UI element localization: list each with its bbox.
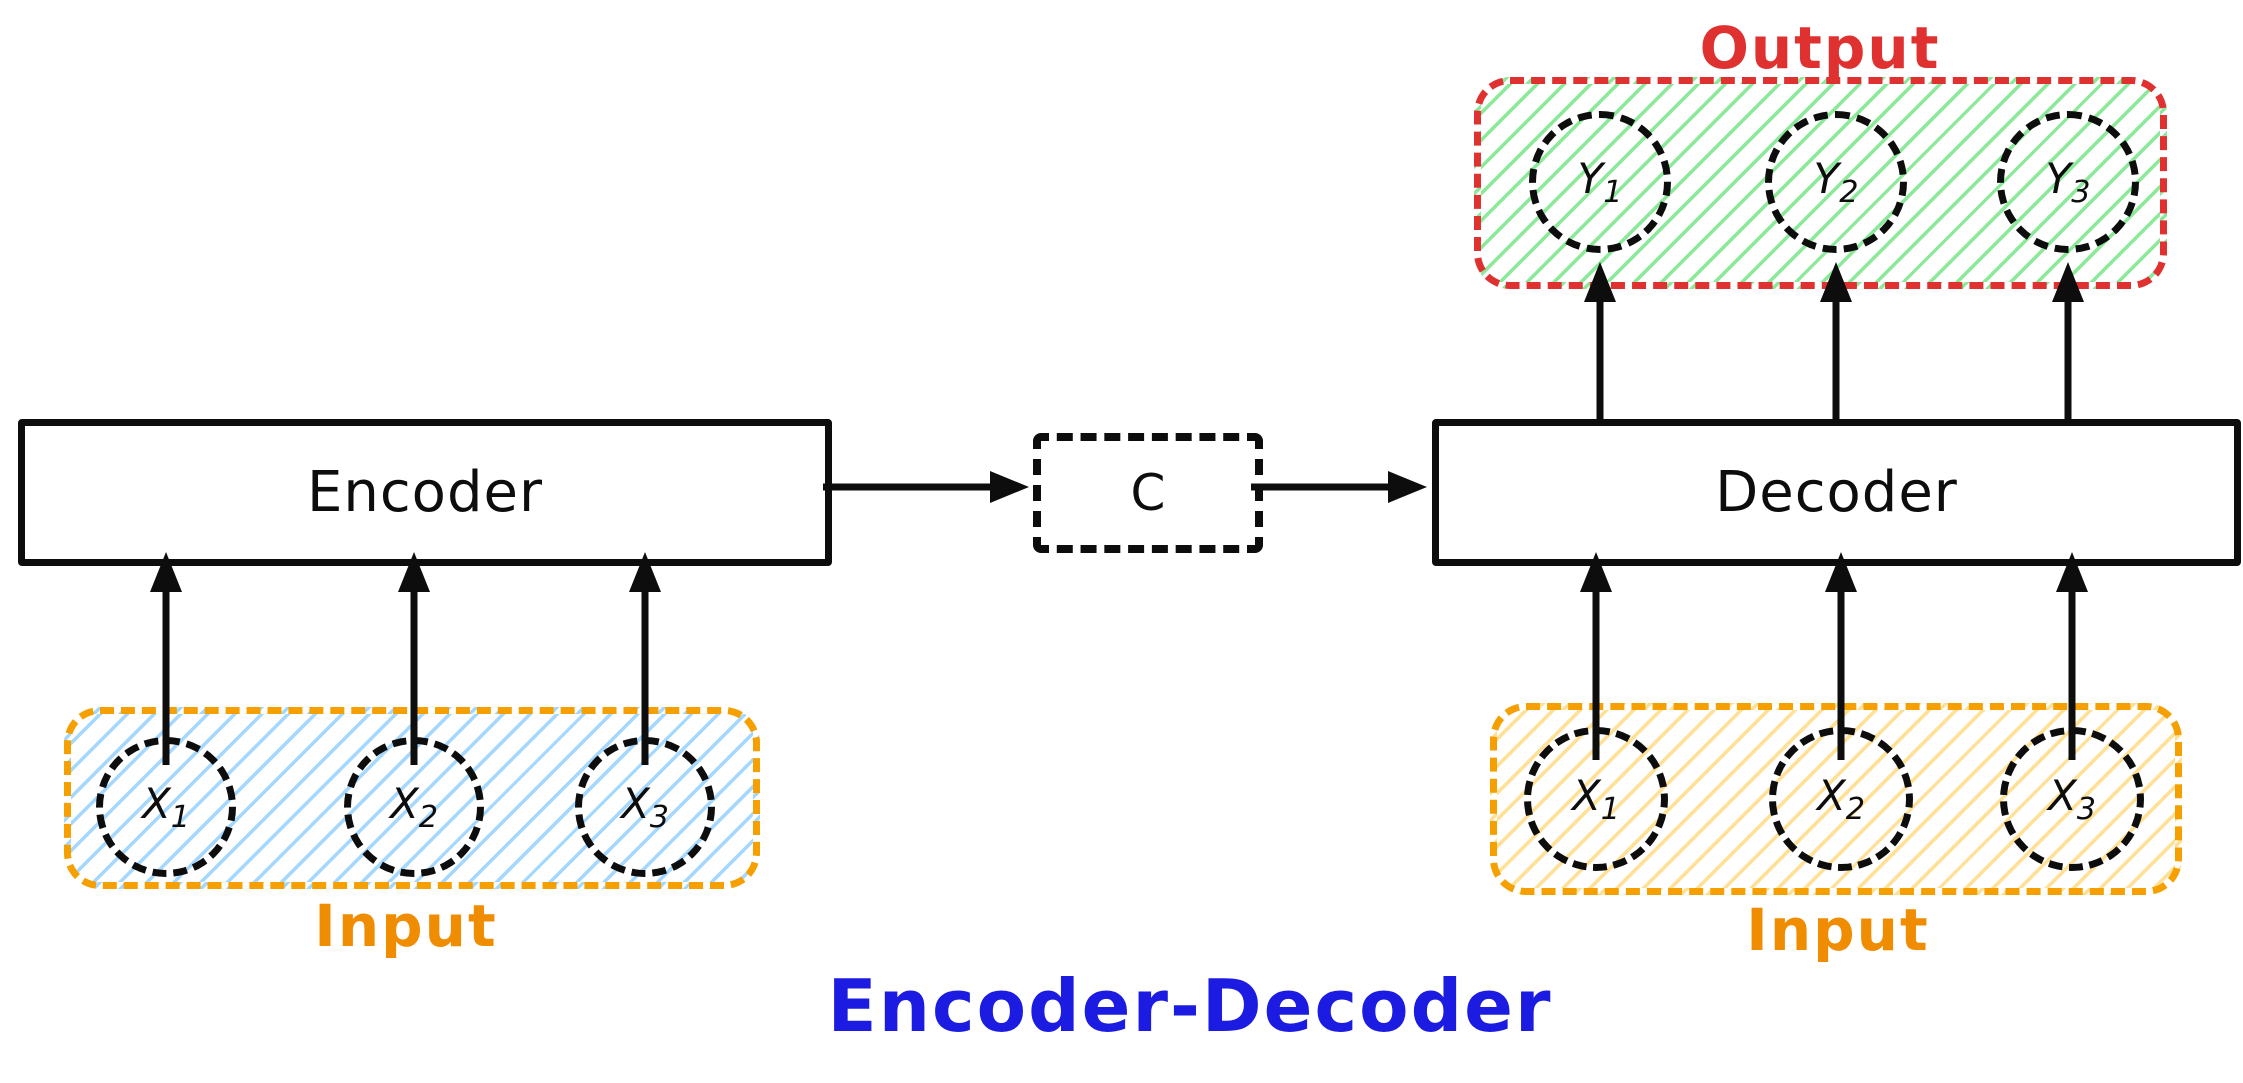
- encoder-label: Encoder: [307, 460, 543, 525]
- output-caption: Output: [1699, 14, 1941, 82]
- left-input-node-x3: X3: [575, 737, 715, 877]
- context-vector-box: C: [1033, 433, 1263, 553]
- left-input-node-x1: X1: [96, 737, 236, 877]
- encoder-box: Encoder: [18, 419, 832, 566]
- right-input-node-x3-label: X3: [2047, 770, 2097, 828]
- arrow-encoder-to-context: [823, 471, 1029, 503]
- output-node-y1-label: Y1: [1577, 153, 1623, 211]
- decoder-box: Decoder: [1432, 419, 2241, 566]
- left-input-node-x3-label: X3: [620, 778, 670, 836]
- diagram-title: Encoder-Decoder: [827, 964, 1553, 1048]
- right-input-node-x2: X2: [1769, 727, 1913, 871]
- arrow-context-to-decoder: [1251, 471, 1427, 503]
- left-input-node-x2: X2: [344, 737, 484, 877]
- output-node-y2: Y2: [1765, 111, 1907, 253]
- right-input-node-x1-label: X1: [1571, 770, 1621, 828]
- output-node-y2-label: Y2: [1813, 153, 1859, 211]
- right-input-node-x2-label: X2: [1816, 770, 1866, 828]
- left-input-node-x1-label: X1: [141, 778, 191, 836]
- context-vector-label: C: [1130, 464, 1166, 522]
- left-input-caption: Input: [314, 892, 498, 960]
- output-node-y3-label: Y3: [2045, 153, 2091, 211]
- right-input-node-x3: X3: [2000, 727, 2144, 871]
- right-input-caption: Input: [1746, 896, 1930, 964]
- right-input-node-x1: X1: [1524, 727, 1668, 871]
- left-input-node-x2-label: X2: [389, 778, 439, 836]
- decoder-label: Decoder: [1715, 460, 1958, 525]
- output-node-y1: Y1: [1529, 111, 1671, 253]
- output-node-y3: Y3: [1997, 111, 2139, 253]
